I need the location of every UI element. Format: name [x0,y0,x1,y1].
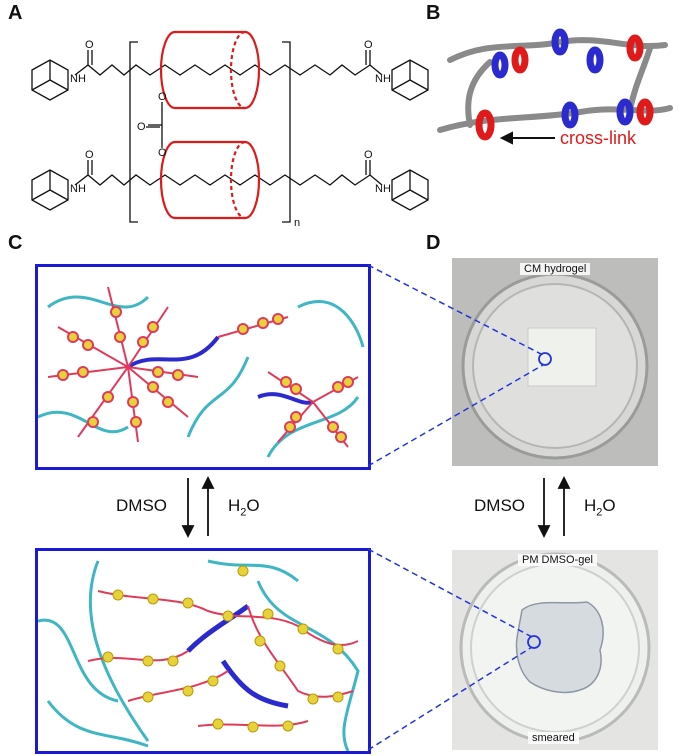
svg-text:O: O [364,149,373,161]
network-bottom-drawing [37,559,360,752]
peg-chain-bottom [74,174,383,186]
svg-text:O: O [85,149,94,161]
solvent-exchange-arrows-c [181,475,215,539]
adamantane-right-bottom [391,169,429,211]
hydrogel-cube [527,327,597,387]
panel-letter-d: D [426,232,441,254]
adamantane-right-top [391,59,429,101]
solvent-exchange-arrows-d [537,475,571,539]
svg-text:O: O [137,121,146,133]
network-frame-bottom [35,548,371,754]
svg-text:O: O [158,91,167,103]
dmso-label-d: DMSO [474,496,525,515]
cyclodextrin-rings-blue [491,28,634,129]
photo-bottom-caption: smeared [528,732,579,744]
adamantane-left-bottom [31,169,69,211]
polymer-chain-upper [447,37,668,63]
crosslink-label: cross-link [560,128,637,148]
water-label-c: H2O [228,496,260,519]
network-top-drawing [37,286,365,458]
nh-label-bottom-right: NH [375,183,391,195]
photo-pm-dmso-gel: PM DMSO-gel smeared [452,550,658,750]
polymer-chain-lower [437,105,673,133]
cyclodextrin-ring-bottom [159,140,261,220]
nh-label-top-right: NH [375,73,391,85]
svg-text:O: O [364,39,373,51]
photo-cm-hydrogel: CM hydrogel [452,258,658,466]
network-frame-top [35,264,371,470]
svg-text:O: O [85,39,94,51]
cyclodextrin-ring-top [159,30,261,110]
photo-top-label: CM hydrogel [520,263,591,275]
panel-letter-c: C [8,232,23,254]
adamantane-left-top [31,59,69,101]
svg-text:O: O [158,147,167,159]
water-label-d: H2O [584,496,616,519]
repeat-unit-n: n [294,217,300,229]
crosslinked-network-schematic: cross-link [437,28,673,148]
panel-letter-a: A [8,2,23,24]
dmso-label-c: DMSO [116,496,167,515]
panel-letter-b: B [426,2,441,24]
peg-chain-top [74,64,383,76]
nh-label-bottom-left: NH [70,183,86,195]
repeat-bracket-left [129,41,138,223]
repeat-bracket-right [282,41,291,223]
smeared-gel [515,601,604,694]
nh-label-top-left: NH [70,73,86,85]
cyclodextrin-rings-red [475,34,654,141]
photo-bottom-label: PM DMSO-gel [518,554,597,566]
polyrotaxane-structure: NH NH NH NH O O O O O O O n [31,30,429,229]
